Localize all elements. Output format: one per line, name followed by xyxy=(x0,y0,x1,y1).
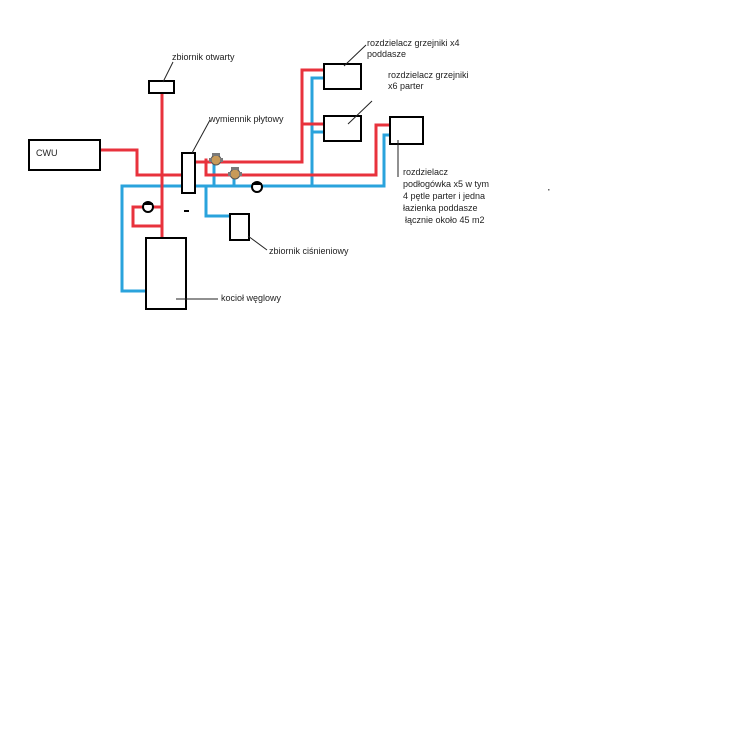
manifold-parter-label-1: rozdzielacz grzejniki xyxy=(388,70,469,80)
manifold-poddasze-box xyxy=(323,63,362,90)
leader-parter xyxy=(347,100,373,125)
floor-manifold-label-3: 4 pętle parter i jedna xyxy=(403,191,486,201)
return-riser xyxy=(310,76,326,188)
leader-pressure-tank xyxy=(247,235,268,251)
cwu-label: CWU xyxy=(36,148,58,158)
plate-exchanger-box xyxy=(181,152,196,194)
supply-riser-poddasze xyxy=(300,68,326,164)
pump-icon xyxy=(142,201,154,213)
coal-boiler-box xyxy=(145,237,187,310)
floor-manifold-label-4: łazienka poddasze xyxy=(403,203,478,213)
manifold-poddasze-label-2: poddasze xyxy=(367,49,407,59)
three-way-valve-icon xyxy=(209,153,223,166)
manifold-poddasze-label-1: rozdzielacz grzejniki x4 xyxy=(367,38,460,48)
return-to-pressure-tank xyxy=(204,184,232,218)
exchanger-marker xyxy=(184,210,189,212)
pressure-tank-box xyxy=(229,213,250,241)
manifold-floor-box xyxy=(389,116,424,145)
manifold-parter-box xyxy=(323,115,362,142)
floor-manifold-label-1: rozdzielacz xyxy=(403,167,449,177)
manifold-parter-label-2: x6 parter xyxy=(388,81,424,91)
cwu-tank-box xyxy=(28,139,101,171)
pump-icon xyxy=(251,181,263,193)
return-left-drop xyxy=(120,184,148,293)
three-way-valve-icon xyxy=(228,167,242,180)
stray-dot xyxy=(548,189,550,191)
open-tank-label: zbiornik otwarty xyxy=(172,52,235,62)
floor-manifold-label-2: podłogówka x5 w tym xyxy=(403,179,490,189)
supply-cwu xyxy=(98,148,184,177)
leader-open-tank xyxy=(162,61,174,83)
pressure-tank-label: zbiornik ciśnieniowy xyxy=(269,246,349,256)
leader-exchanger xyxy=(191,119,211,154)
floor-manifold-label-5: łącznie około 45 m2 xyxy=(405,215,485,225)
supply-to-podlogowka xyxy=(204,123,392,177)
leader-poddasze xyxy=(343,44,367,67)
supply-pipes xyxy=(98,68,392,240)
open-tank-box xyxy=(148,80,175,94)
supply-pump-loop xyxy=(131,205,164,228)
components xyxy=(28,63,424,310)
exchanger-label: wymiennik płytowy xyxy=(209,114,284,124)
return-to-podlogowka xyxy=(382,133,392,188)
label-leaders xyxy=(162,44,399,300)
coal-boiler-label: kocioł węglowy xyxy=(221,293,282,303)
